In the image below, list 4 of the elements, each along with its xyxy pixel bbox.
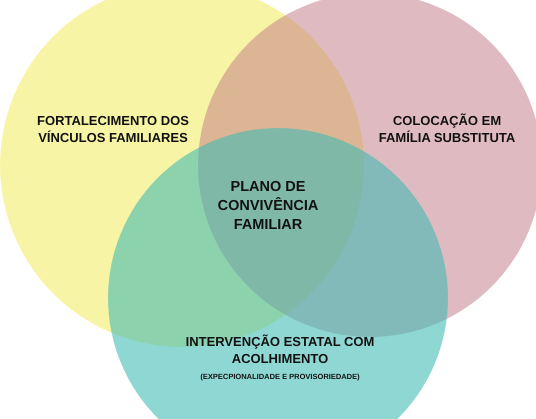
circle-label: INTERVENÇÃO ESTATAL COM ACOLHIMENTO (184, 334, 376, 368)
circle-label: COLOCAÇÃO EM FAMÍLIA SUBSTITUTA (378, 113, 516, 147)
center-label: PLANO DE CONVIVÊNCIA FAMILIAR (216, 178, 320, 235)
circle-label: FORTALECIMENTO DOS VÍNCULOS FAMILIARES (36, 113, 190, 147)
